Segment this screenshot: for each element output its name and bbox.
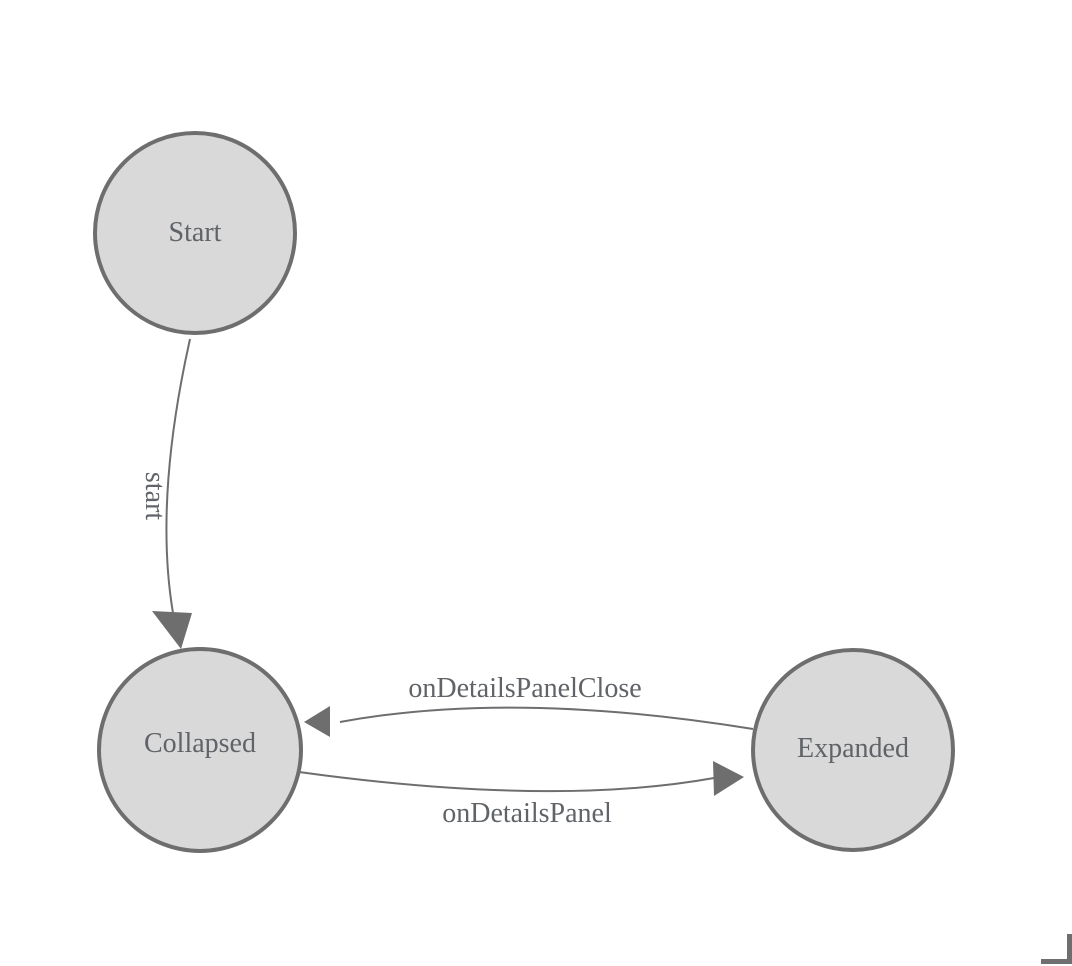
canvas-resize-corner-vertical xyxy=(1067,934,1072,964)
state-node-expanded: Expanded xyxy=(751,648,955,852)
edge-start: start xyxy=(139,338,192,649)
edge-start-path xyxy=(165,338,191,614)
edge-onDetailsPanel-path xyxy=(298,771,715,793)
state-node-collapsed-circle[interactable] xyxy=(97,647,303,853)
edge-start-arrowhead-icon xyxy=(152,611,192,649)
canvas-resize-corner-horizontal xyxy=(1041,959,1072,964)
state-node-start-circle[interactable] xyxy=(93,131,297,335)
edge-onDetailsPanelClose-path xyxy=(339,706,754,730)
state-node-collapsed-label: Collapsed xyxy=(144,728,256,759)
edge-onDetailsPanelClose-label[interactable]: onDetailsPanelClose xyxy=(408,673,641,704)
state-node-collapsed: Collapsed xyxy=(97,647,303,853)
edge-onDetailsPanel-label[interactable]: onDetailsPanel xyxy=(442,798,612,829)
canvas-resize-corner xyxy=(1041,934,1072,964)
edge-onDetailsPanelClose: onDetailsPanelClose xyxy=(304,673,754,737)
edge-onDetailsPanelClose-arrowhead-icon xyxy=(304,706,330,737)
state-node-expanded-circle[interactable] xyxy=(751,648,955,852)
edge-onDetailsPanel: onDetailsPanel xyxy=(298,761,744,829)
edge-onDetailsPanel-arrowhead-icon xyxy=(713,761,744,796)
state-node-start: Start xyxy=(93,131,297,335)
state-node-start-label: Start xyxy=(169,217,222,248)
state-node-expanded-label: Expanded xyxy=(797,733,909,764)
edge-start-label[interactable]: start xyxy=(139,472,170,520)
